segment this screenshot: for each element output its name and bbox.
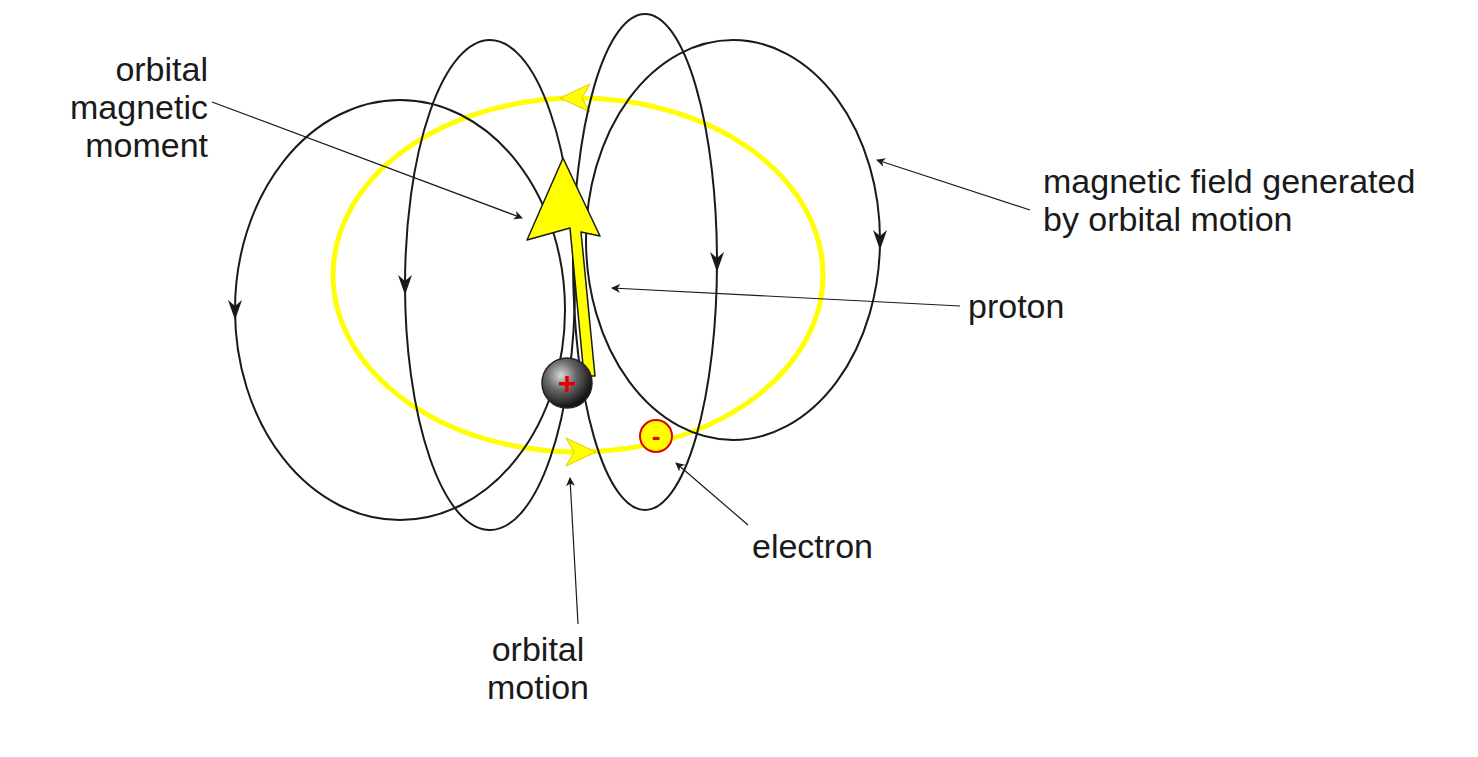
callout-label: magnetic field generated by orbital moti… (1043, 162, 1448, 238)
field-arrow (873, 230, 887, 250)
callout-label: orbital magnetic moment (28, 50, 208, 164)
proton-sphere: + (540, 356, 594, 410)
field-line (235, 100, 565, 520)
leader-line (570, 478, 578, 624)
electron-sphere: - (638, 418, 674, 454)
field-line (586, 40, 880, 440)
moment-arrow (527, 158, 600, 376)
callout-label: electron (752, 527, 873, 565)
field-arrow (228, 300, 242, 320)
leader-line (212, 102, 522, 218)
field-arrow (710, 252, 724, 272)
orbit-arrow (566, 438, 596, 466)
charge-sign: + (540, 356, 594, 410)
leader-line (676, 463, 748, 525)
leader-lines (212, 102, 1030, 624)
field-line (573, 14, 717, 510)
charge-sign: - (638, 418, 674, 454)
field-arrow (398, 275, 412, 295)
orbit-arrow (560, 84, 590, 112)
callout-label: orbital motion (458, 630, 618, 706)
orbit-path (333, 98, 823, 452)
leader-line (877, 160, 1030, 210)
field-line (405, 40, 575, 530)
callout-label: proton (968, 287, 1064, 325)
field-arrows (228, 230, 887, 320)
field-lines (235, 14, 880, 530)
leader-line (612, 288, 960, 306)
